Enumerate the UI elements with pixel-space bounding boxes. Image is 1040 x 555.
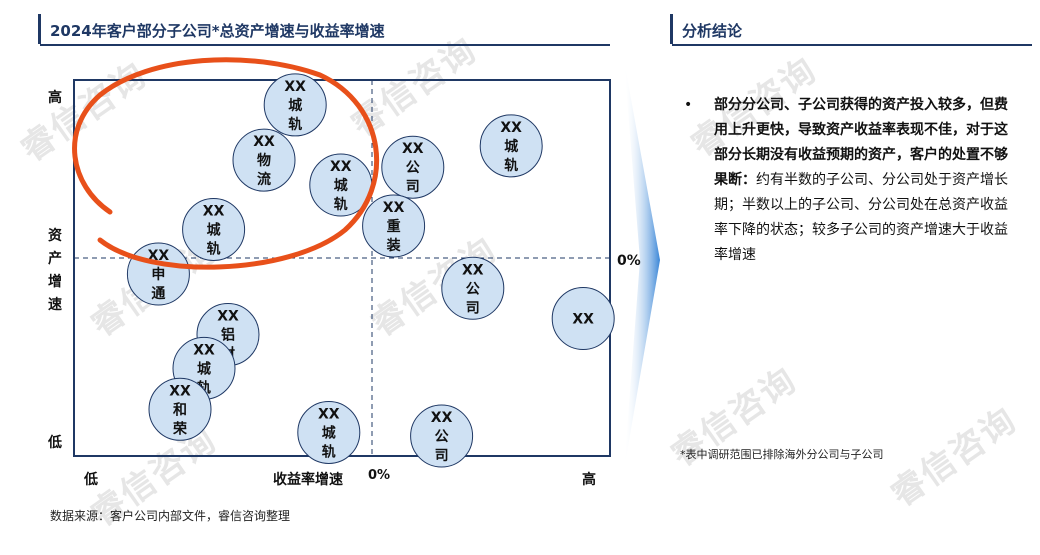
bubble: XX 公司 <box>441 256 505 320</box>
bubble-label: XX <box>253 134 275 150</box>
bubble: XX 城轨 <box>297 400 361 464</box>
bubble-label: 城 <box>504 138 518 155</box>
bubble-label: XX <box>217 309 239 325</box>
bubble-label: 轨 <box>322 443 336 460</box>
bubble-label: 公 <box>466 281 480 297</box>
y-axis-low-label: 低 <box>47 434 62 451</box>
bubble: XX 城轨 <box>309 153 373 217</box>
bubble-circle <box>551 287 615 351</box>
bubble-label: 城 <box>334 177 348 194</box>
bubble: XX 公司 <box>381 135 445 199</box>
analysis-normal-text: 约有半数的子公司、分公司处于资产增长期；半数以上的子公司、分公司处在总资产收益率… <box>714 172 1008 263</box>
bubble-circle <box>410 404 474 468</box>
x-axis-low-label: 低 <box>83 471 98 488</box>
bubble-label: XX <box>500 120 522 136</box>
bubble: XX 公司 <box>410 404 474 468</box>
bubble-label: 通 <box>151 286 165 302</box>
chart-header: 2024年客户部分子公司*总资产增速与收益率增速 <box>40 18 610 46</box>
bubble-label: 公 <box>406 160 420 176</box>
bubble-label: 司 <box>406 179 420 195</box>
bubble-label: XX <box>572 312 594 328</box>
header-accent-bar <box>670 14 673 44</box>
bubble-label: 城 <box>322 424 336 441</box>
bubble: XX 物流 <box>232 128 296 192</box>
bubble-label: XX <box>169 383 191 399</box>
header-accent-bar <box>38 14 41 44</box>
analysis-text: 部分分公司、子公司获得的资产投入较多，但费用上升更快，导致资产收益率表现不佳，对… <box>714 93 1014 268</box>
bubble-circle <box>263 73 327 137</box>
bubble-circle <box>479 114 543 178</box>
bubble-label: 公 <box>435 429 449 445</box>
bubble-circle <box>362 194 426 258</box>
bubble-layer: XX城轨XX物流XX城轨XX城轨XX申通XX公司XX重装XX城轨XX公司XXXX… <box>126 73 615 468</box>
bubble-label: XX <box>193 342 215 358</box>
bubble-circle <box>441 256 505 320</box>
bubble-label: 铝 <box>221 327 235 344</box>
bubble-label: 装 <box>386 237 402 254</box>
y-axis-title: 资产增速 <box>48 227 62 313</box>
bubble: XX 和荣 <box>148 377 212 441</box>
highlight-loop <box>72 57 380 270</box>
y-axis-high-label: 高 <box>48 89 62 106</box>
bubble: XX 重装 <box>362 194 426 258</box>
bullet: • <box>684 97 693 113</box>
bubble-label: XX <box>203 204 225 220</box>
bubble: XX <box>551 287 615 351</box>
bubble-label: 城 <box>288 97 302 114</box>
bubble-label: 城 <box>207 222 221 239</box>
data-source: 数据来源：客户公司内部文件，睿信咨询整理 <box>50 509 291 523</box>
x-zero-label: 0% <box>368 468 390 483</box>
bubble-label: XX <box>318 406 340 422</box>
bubble-circle <box>148 377 212 441</box>
x-axis-title: 收益率增速 <box>273 471 343 488</box>
bubble-label: 重 <box>387 218 401 235</box>
bubble-label: XX <box>462 262 484 278</box>
divider-arrow <box>624 60 660 470</box>
bubble-label: 物 <box>257 152 271 169</box>
bubble: XX 城轨 <box>263 73 327 137</box>
bubble: XX 城轨 <box>182 198 246 262</box>
bubble-label: XX <box>330 159 352 175</box>
bubble-label: 申 <box>151 266 165 283</box>
bubble-label: XX <box>402 141 424 157</box>
x-axis-high-label: 高 <box>582 471 596 488</box>
x-axis-labels: 低 收益率增速 0% 高 <box>83 468 596 488</box>
bubble-label: 轨 <box>207 241 221 258</box>
bubble-label: 城 <box>197 360 211 377</box>
bubble-label: 司 <box>466 300 480 316</box>
bubble-label: 司 <box>435 448 449 464</box>
y-zero-label: 0% <box>617 253 641 269</box>
bubble-label: XX <box>383 200 405 216</box>
footnote: *表中调研范围已排除海外分公司与子公司 <box>680 448 884 461</box>
bubble-label: XX <box>431 410 453 426</box>
bubble-label: XX <box>284 79 306 95</box>
chart-title: 2024年客户部分子公司*总资产增速与收益率增速 <box>50 22 385 40</box>
bubble: XX 城轨 <box>479 114 543 178</box>
bubble-circle <box>297 400 361 464</box>
bubble-circle <box>232 128 296 192</box>
analysis-title: 分析结论 <box>682 22 743 40</box>
analysis-header: 分析结论 <box>672 18 1032 46</box>
analysis-bold-text: 部分分公司、子公司获得的资产投入较多，但费用上升更快，导致资产收益率表现不佳，对… <box>714 97 1008 188</box>
bubble-label: 和 <box>173 402 187 418</box>
bubble-label: 流 <box>257 171 271 188</box>
bubble-circle <box>182 198 246 262</box>
bubble-label: 轨 <box>504 157 518 174</box>
bubble-circle <box>381 135 445 199</box>
bubble-label: 轨 <box>334 196 348 213</box>
bubble-label: 轨 <box>288 116 302 133</box>
bubble-label: 荣 <box>172 420 188 437</box>
y-axis-labels: 高 低 资产增速 0% <box>47 89 641 451</box>
